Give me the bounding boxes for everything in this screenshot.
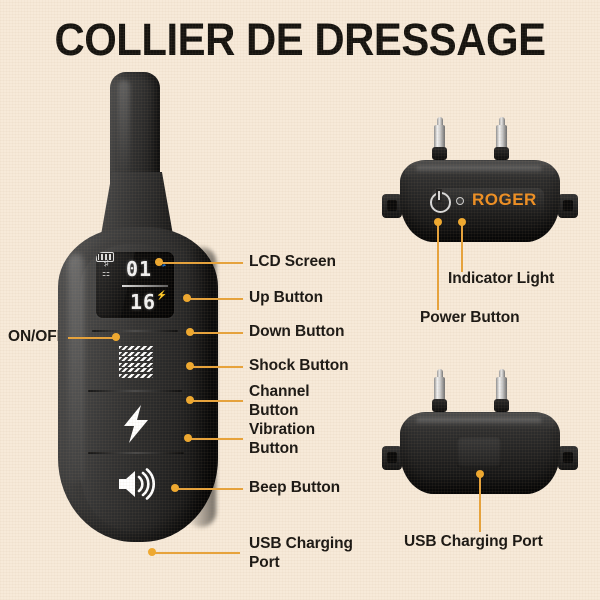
callout-label-up-button: Up Button	[249, 289, 323, 306]
leader-line-on-off	[68, 337, 116, 339]
power-symbol-icon[interactable]	[430, 191, 451, 213]
leader-dot-vibration	[184, 434, 192, 442]
brand-label: ROGER	[472, 190, 537, 209]
leader-dot-channel	[186, 396, 194, 404]
leader-line-down	[190, 332, 243, 334]
lcd-channel-value: 01	[126, 257, 153, 281]
callout-label-channel-button: Channel Button	[249, 383, 310, 419]
strap-lug-right	[558, 446, 578, 470]
strap-lug-left	[382, 194, 402, 218]
callout-label-indicator-light: Indicator Light	[448, 270, 555, 287]
contact-prong	[494, 368, 509, 412]
receiver-top-edge	[405, 161, 555, 177]
callout-label-lcd-screen: LCD Screen	[249, 253, 336, 270]
leader-dot-beep	[171, 484, 179, 492]
leader-line-indicator	[461, 222, 463, 272]
contact-prong	[432, 368, 447, 412]
leader-line-beep	[175, 488, 243, 490]
bolt-icon: ⚡	[156, 290, 168, 300]
leader-line-lcd	[159, 262, 243, 264]
battery-icon	[96, 252, 114, 262]
leader-line-channel	[190, 400, 243, 402]
callout-label-shock-button: Shock Button	[249, 357, 349, 374]
lightning-bolt-icon	[124, 405, 148, 443]
leader-dot-indicator	[458, 218, 466, 226]
callout-label-down-button: Down Button	[249, 323, 345, 340]
button-separator	[88, 452, 184, 454]
remote-shadow	[186, 247, 216, 527]
leader-dot-shock	[186, 362, 194, 370]
leader-dot-on-off	[112, 333, 120, 341]
callout-label-usb-port-remote: USB Charging Port	[249, 535, 353, 571]
collar-receiver-back	[372, 362, 588, 494]
strap-lug-right	[558, 194, 578, 218]
beep-button[interactable]	[108, 464, 164, 504]
leader-dot-up	[183, 294, 191, 302]
remote-control-device: ♯ ⚏ 01 16 ⚡ 🐾	[58, 72, 218, 542]
leader-dot-down	[186, 328, 194, 336]
button-separator	[92, 330, 178, 332]
receiver-highlight	[416, 166, 542, 173]
usb-charging-port-flap[interactable]	[456, 436, 502, 468]
lcd-screen: ♯ ⚏ 01 16 ⚡ 🐾	[96, 252, 174, 318]
leader-line-shock	[190, 366, 243, 368]
leader-line-power	[437, 222, 439, 310]
button-separator	[88, 390, 182, 392]
vibration-button[interactable]	[110, 342, 162, 382]
speaker-icon	[119, 468, 156, 500]
leader-dot-usb-remote	[148, 548, 156, 556]
indicator-dot-icon	[456, 197, 464, 205]
shock-button[interactable]	[110, 402, 162, 446]
lcd-level-value: 16	[130, 290, 157, 314]
leader-line-up	[187, 298, 243, 300]
contact-prong	[494, 116, 509, 160]
remote-highlight	[68, 254, 84, 484]
receiver-top-edge	[405, 413, 555, 429]
leader-dot-usb-receiver	[476, 470, 484, 478]
receiver-highlight	[416, 418, 542, 425]
strap-lug-left	[382, 446, 402, 470]
callout-label-on-off: ON/OFF	[8, 328, 66, 345]
contact-prong	[432, 116, 447, 160]
callout-label-vibration-button: Vibration Button	[249, 421, 315, 457]
leader-dot-power	[434, 218, 442, 226]
page-title: COLLIER DE DRESSAGE	[54, 14, 546, 65]
leader-dot-lcd	[155, 258, 163, 266]
zigzag-wave-icon	[119, 346, 153, 378]
callout-label-usb-port-receiver: USB Charging Port	[404, 533, 543, 550]
leader-line-usb-remote	[152, 552, 240, 554]
antenna-highlight	[118, 80, 130, 175]
collar-icon: ⚏	[102, 268, 111, 278]
leader-line-vibration	[188, 438, 243, 440]
collar-receiver-front: ROGER	[372, 110, 588, 242]
callout-label-power-button: Power Button	[420, 309, 520, 326]
leader-line-usb-receiver	[479, 474, 481, 532]
callout-label-beep-button: Beep Button	[249, 479, 341, 496]
dog-icon: ♯	[104, 258, 109, 268]
lcd-divider	[122, 285, 168, 287]
